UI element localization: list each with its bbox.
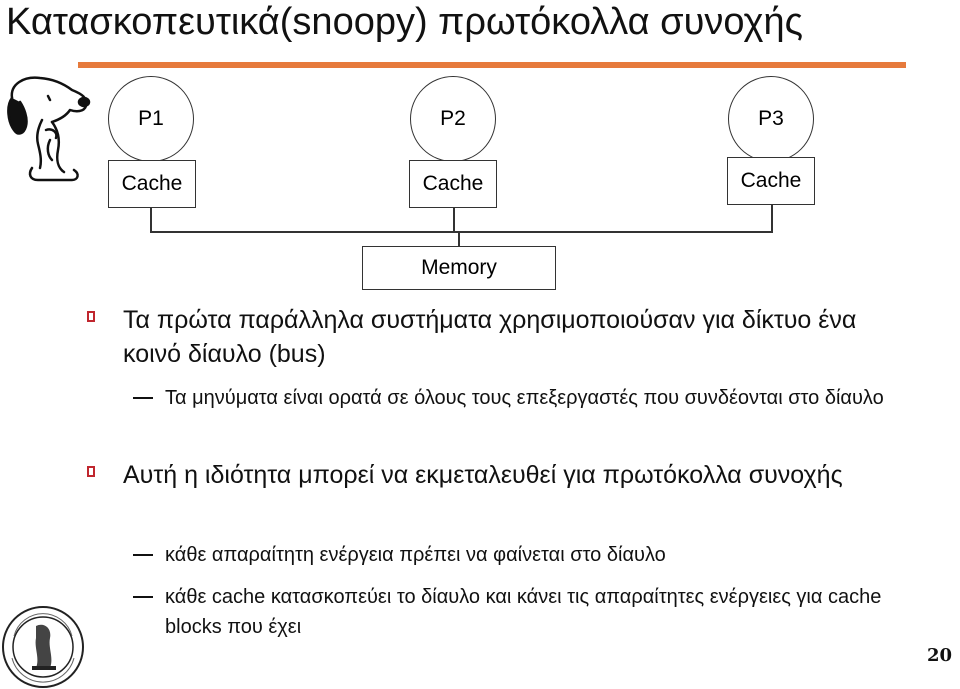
snoopy-icon (7, 76, 91, 182)
sub-bullet-1-1: Τα μηνύματα είναι ορατά σε όλους τους επ… (133, 383, 885, 413)
dash-marker (133, 596, 153, 598)
processor-p2: P2 (410, 76, 496, 162)
bullet-marker (87, 466, 95, 477)
bullet-1: Τα πρώτα παράλληλα συστήματα χρησιμοποιο… (87, 303, 913, 371)
bullet-2-text: Αυτή η ιδιότητα μπορεί να εκμεταλευθεί γ… (123, 461, 843, 489)
slide-title: Κατασκοπευτικά(snoopy) πρωτόκολλα συνοχή… (6, 1, 803, 43)
cache-3: Cache (727, 157, 815, 205)
cache-link-1 (150, 205, 152, 233)
sub-bullet-2-2: κάθε cache κατασκοπεύει το δίαυλο και κά… (133, 582, 885, 642)
bullet-1-text: Τα πρώτα παράλληλα συστήματα χρησιμοποιο… (123, 306, 857, 368)
cache-1: Cache (108, 160, 196, 208)
bullet-marker (87, 311, 95, 322)
cache-2: Cache (409, 160, 497, 208)
processor-p3: P3 (728, 76, 814, 162)
memory-box: Memory (362, 246, 556, 290)
university-seal-icon (2, 606, 84, 688)
bullet-2: Αυτή η ιδιότητα μπορεί να εκμεταλευθεί γ… (87, 458, 913, 492)
cache-link-3 (771, 205, 773, 233)
title-rule (78, 62, 906, 68)
processor-p1: P1 (108, 76, 194, 162)
memory-link (458, 231, 460, 247)
bus-diagram: P1 P2 P3 Cache Cache Cache Memory (0, 0, 960, 300)
sub-bullet-2-1: κάθε απαραίτητη ενέργεια πρέπει να φαίνε… (133, 540, 885, 570)
sub-bullet-1-1-text: Τα μηνύματα είναι ορατά σε όλους τους επ… (165, 387, 884, 409)
shared-bus (150, 231, 773, 233)
dash-marker (133, 554, 153, 556)
sub-bullet-2-1-text: κάθε απαραίτητη ενέργεια πρέπει να φαίνε… (165, 544, 666, 566)
page-number: 20 (926, 645, 952, 666)
sub-bullet-2-2-text: κάθε cache κατασκοπεύει το δίαυλο και κά… (165, 586, 882, 638)
cache-link-2 (453, 205, 455, 233)
dash-marker (133, 397, 153, 399)
